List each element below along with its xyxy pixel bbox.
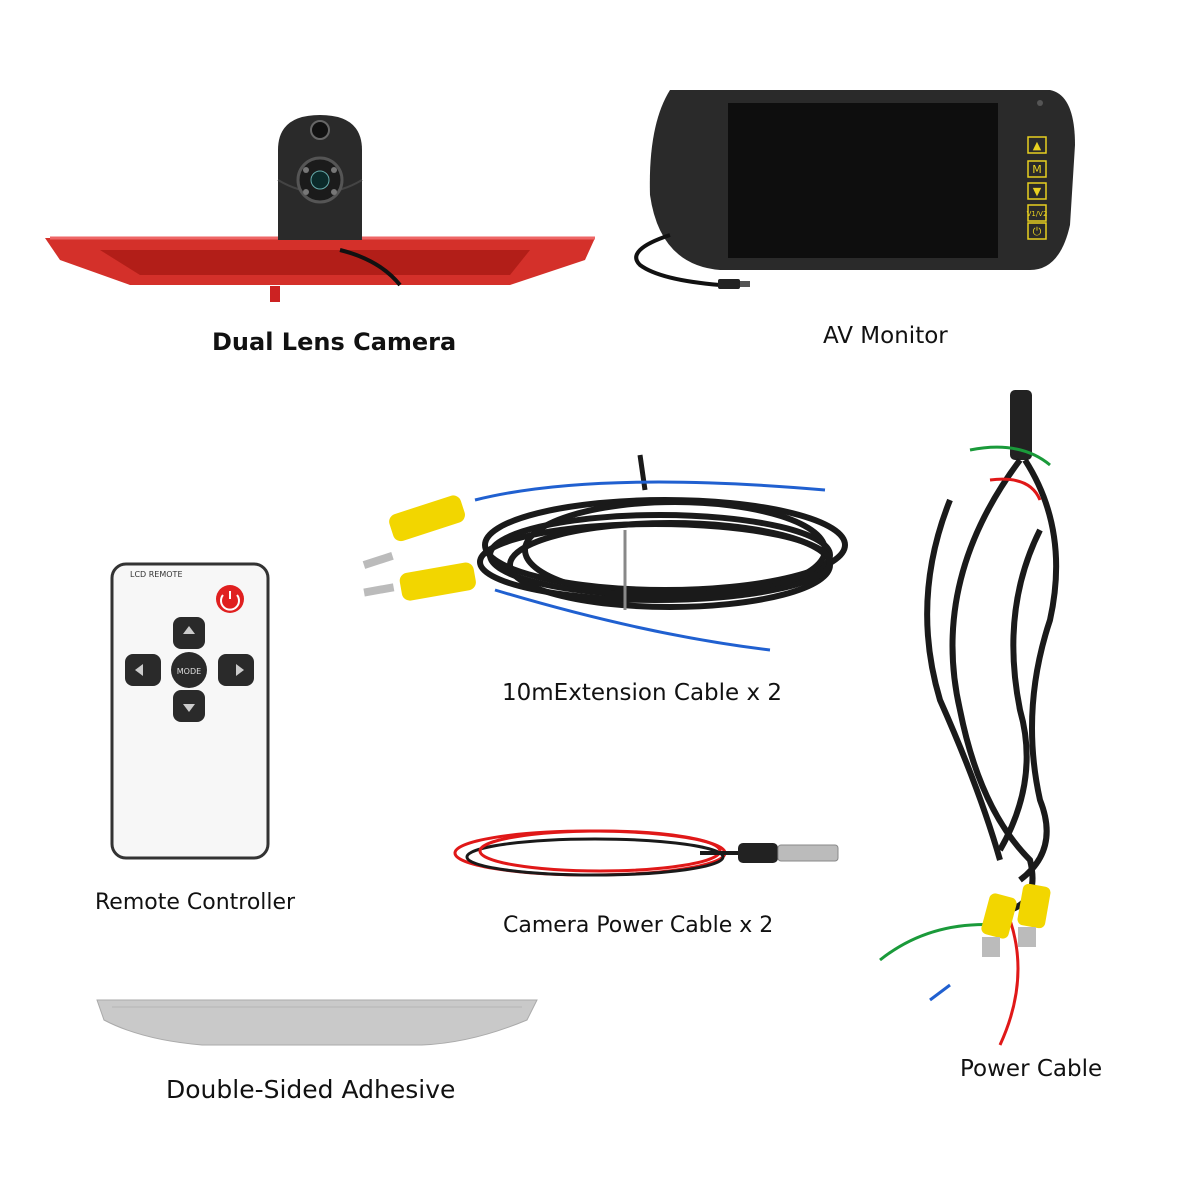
monitor-power-button[interactable]: ⏻ (1033, 225, 1042, 238)
monitor-up-button[interactable]: ▲ (1033, 139, 1042, 152)
extension-cable-image (345, 450, 865, 660)
monitor-menu-button[interactable]: M (1032, 163, 1042, 176)
extension-cable-name: Extension Cable x 2 (553, 680, 783, 706)
remote-controller-image: LCD REMOTE MODE (110, 562, 270, 862)
dual-lens-camera-label: Dual Lens Camera (212, 328, 457, 356)
double-sided-adhesive-label: Double-Sided Adhesive (166, 1075, 456, 1104)
double-sided-adhesive-image (92, 995, 542, 1055)
monitor-source-button[interactable]: V1/V2 (1027, 210, 1048, 218)
camera-power-cable-label: Camera Power Cable x 2 (503, 913, 774, 938)
remote-mode-button[interactable]: MODE (177, 667, 201, 676)
power-cable-label: Power Cable (960, 1056, 1103, 1082)
remote-brand-text: LCD REMOTE (130, 570, 183, 579)
extension-cable-label: 10mExtension Cable x 2 (502, 680, 782, 706)
camera-power-cable-image (450, 825, 860, 885)
extension-cable-length: 10m (502, 680, 554, 706)
dual-lens-camera-image (40, 110, 610, 310)
av-monitor-label: AV Monitor (823, 323, 948, 349)
av-monitor-image: ▲ M ▼ V1/V2 ⏻ (630, 85, 1080, 305)
remote-controller-label: Remote Controller (95, 890, 296, 915)
monitor-down-button[interactable]: ▼ (1033, 185, 1042, 198)
power-cable-image (870, 380, 1090, 1050)
